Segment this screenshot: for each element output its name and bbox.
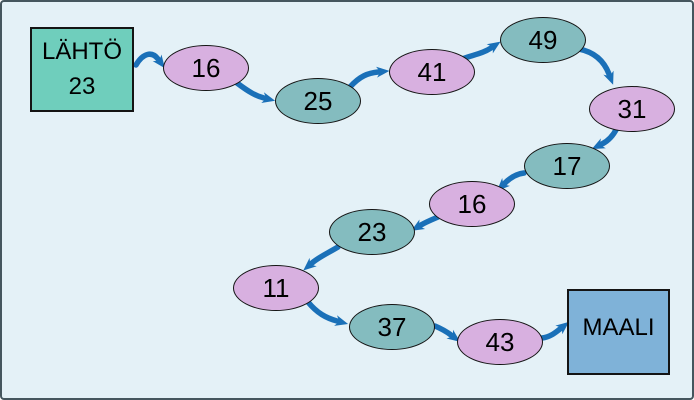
path-node: 31	[589, 86, 675, 132]
arrow-17-to-16	[496, 170, 527, 192]
arrow-31-to-17	[591, 125, 620, 150]
arrow-16-to-23	[411, 214, 441, 231]
path-node: 16	[163, 45, 249, 91]
start-box: LÄHTÖ 23	[30, 27, 134, 112]
arrow-start-to-16	[133, 51, 165, 69]
start-value: 23	[68, 72, 96, 100]
path-node: 49	[500, 17, 586, 63]
path-node: 43	[457, 319, 543, 365]
arrow-16-to-25	[234, 80, 276, 103]
finish-box: MAALI	[567, 289, 670, 375]
arrow-43-to-finish	[539, 321, 569, 341]
path-node: 41	[389, 49, 475, 95]
path-node: 23	[329, 209, 415, 255]
arrow-23-to-11	[303, 244, 341, 271]
arrow-49-to-31	[576, 46, 614, 85]
arrow-11-to-37	[305, 299, 349, 326]
start-label: LÄHTÖ	[41, 37, 122, 65]
arrow-37-to-43	[432, 323, 461, 342]
path-node: 16	[429, 181, 515, 227]
finish-label: MAALI	[582, 314, 655, 341]
path-node: 17	[524, 143, 610, 189]
path-node: 25	[275, 78, 361, 124]
arrow-25-to-41	[347, 66, 390, 90]
path-node: 11	[233, 265, 319, 311]
path-node: 37	[349, 304, 435, 350]
